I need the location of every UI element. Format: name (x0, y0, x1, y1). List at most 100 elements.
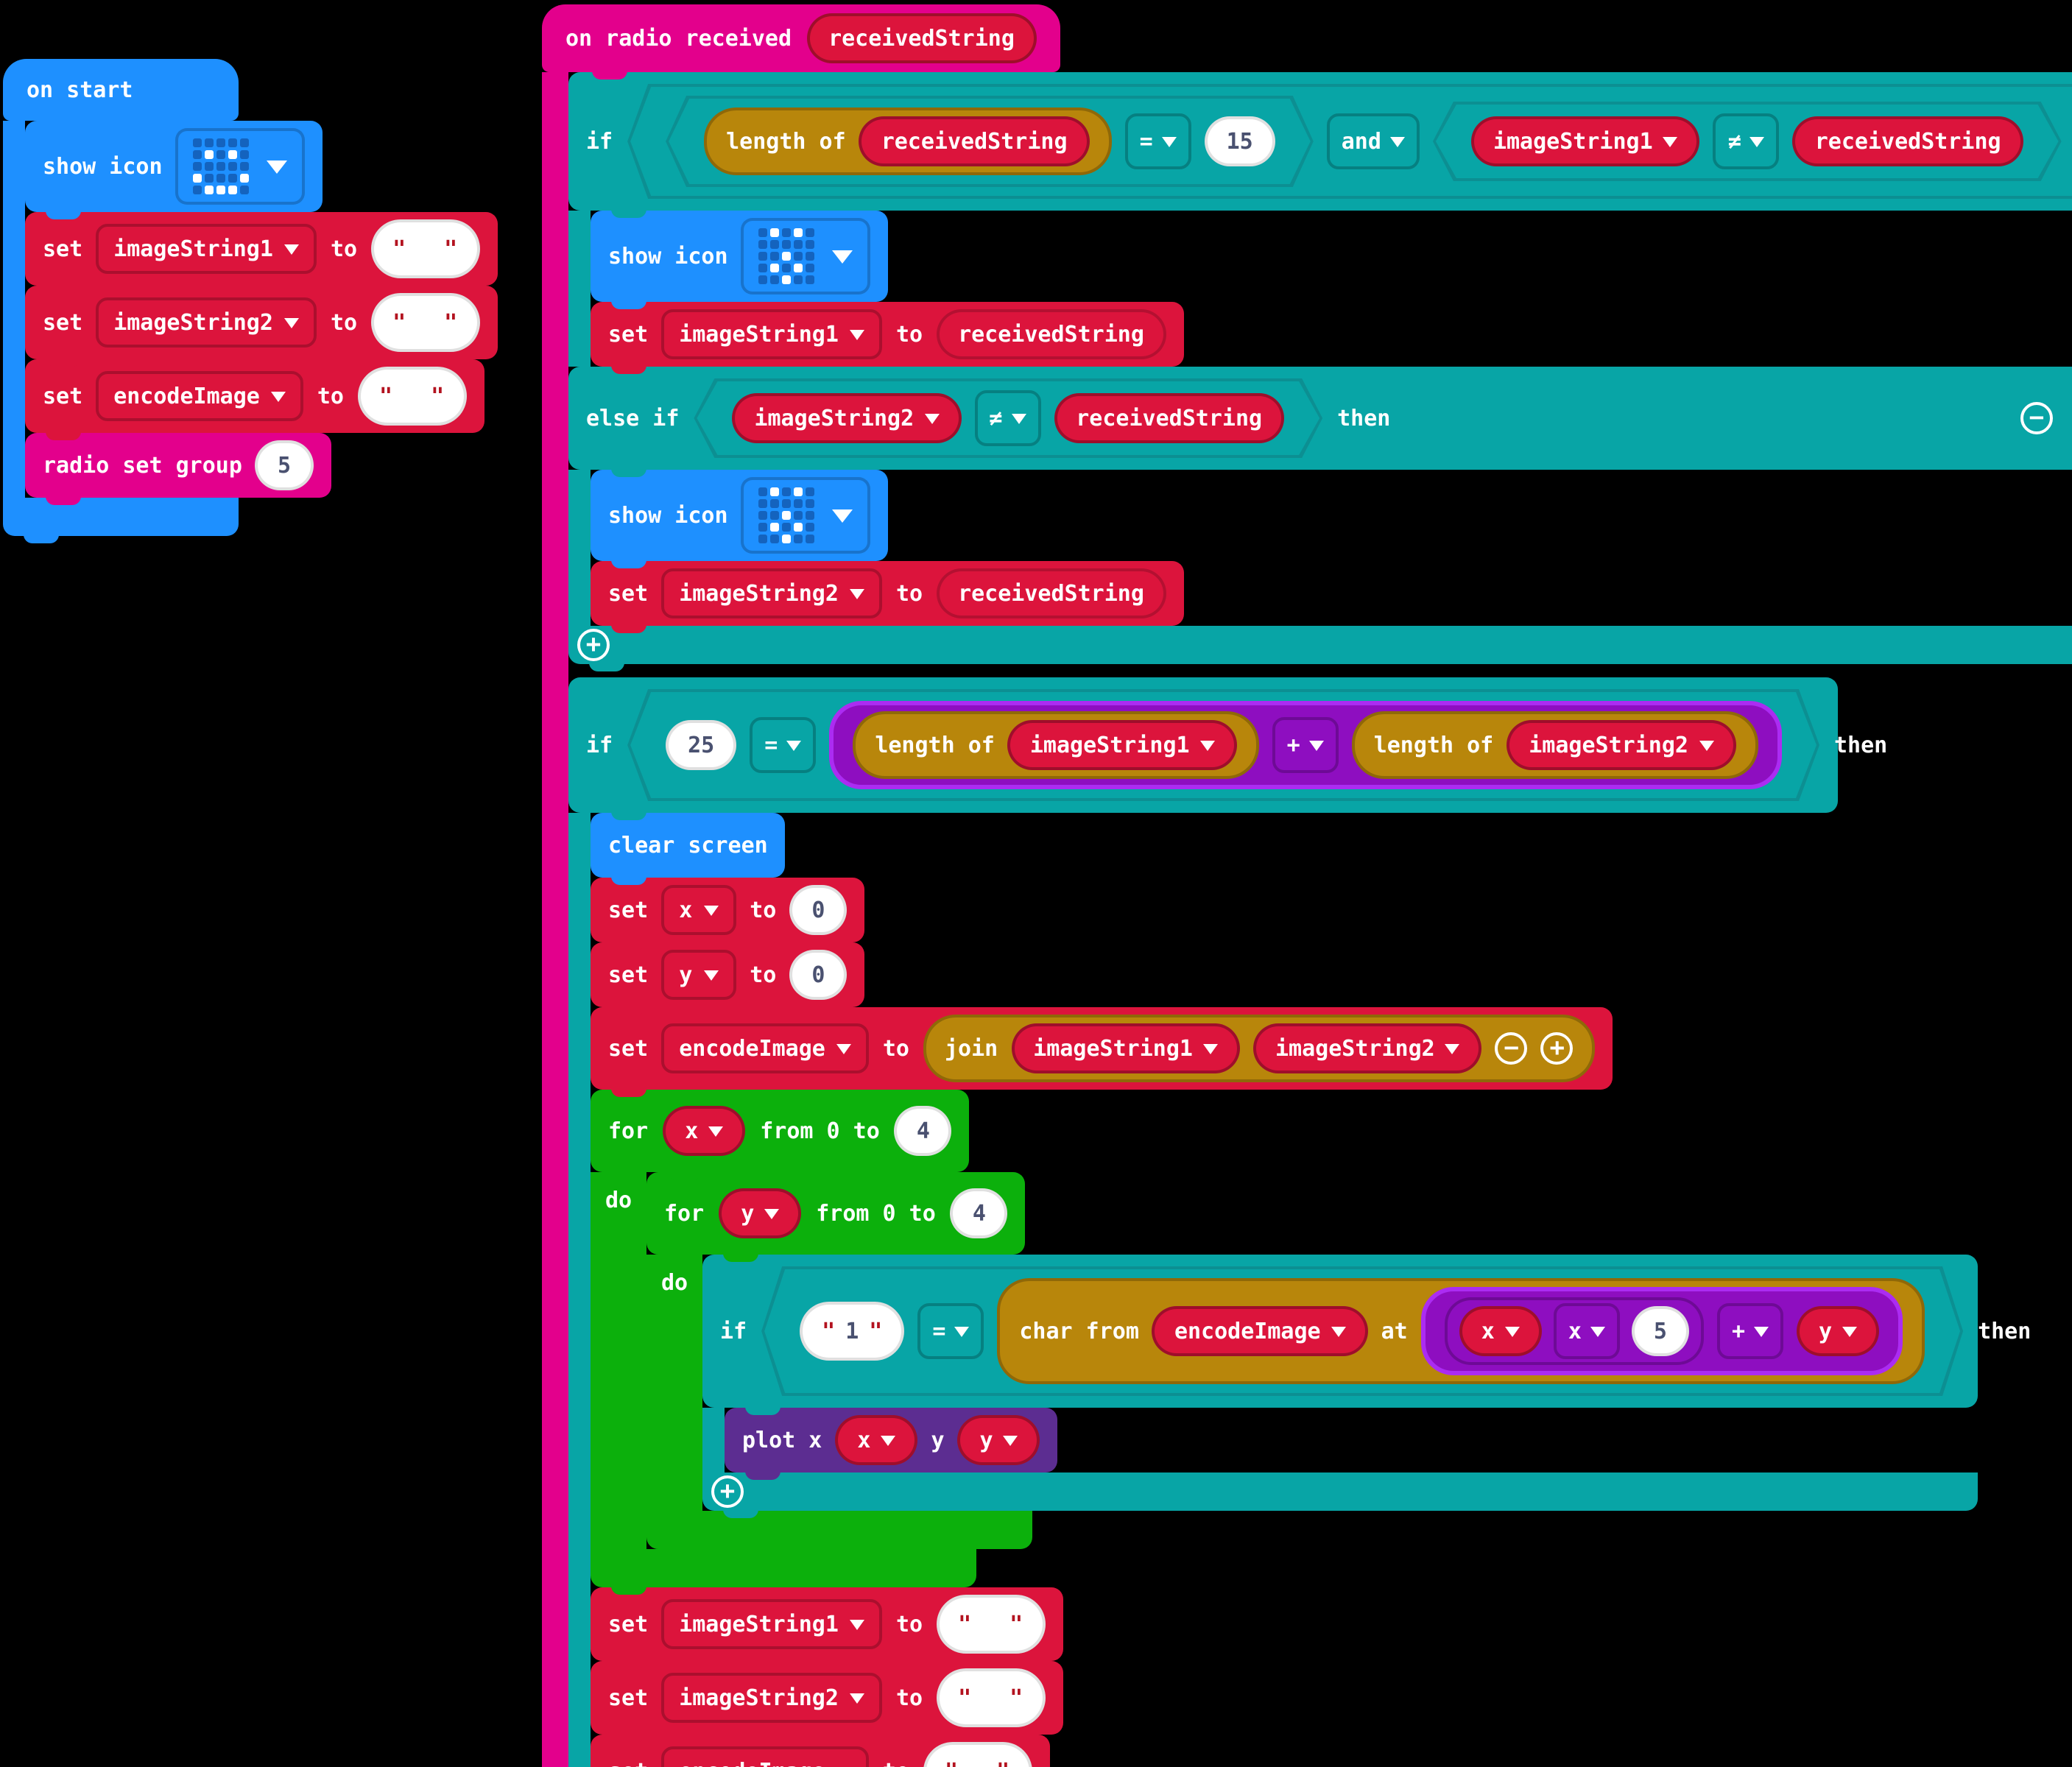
string-input[interactable]: "" (370, 293, 480, 352)
for-loop-block[interactable]: for x from 0 to 4 (591, 1090, 2031, 1595)
join-add-plus-icon[interactable]: + (1540, 1032, 1574, 1065)
set-variable-block[interactable]: set encodeImage to "" (591, 1735, 1050, 1767)
comparison-op-dropdown[interactable]: ≠ (1713, 113, 1780, 169)
set-variable-block[interactable]: set imageString2 to receivedString (591, 561, 1184, 633)
join-remove-minus-icon[interactable]: − (1495, 1032, 1528, 1065)
math-op-dropdown[interactable]: + (1272, 717, 1339, 773)
variable-oval-imageString1[interactable]: imageString1 (1011, 1023, 1240, 1073)
number-input[interactable]: 4 (894, 1106, 952, 1156)
on-radio-received-block[interactable]: on radio received receivedString if leng… (542, 4, 2072, 1767)
comparison-op-dropdown[interactable]: = (917, 1303, 984, 1359)
set-variable-block[interactable]: set y to 0 (591, 942, 865, 1015)
variable-oval-imageString2[interactable]: imageString2 (1253, 1023, 1482, 1073)
comparison-block[interactable]: length of receivedString = (666, 96, 1314, 187)
string-input[interactable]: "" (923, 1742, 1032, 1767)
if-block[interactable]: if "1" (702, 1255, 2031, 1518)
set-variable-block[interactable]: set imageString1 to receivedString (591, 302, 1184, 374)
icon-dropdown[interactable] (175, 128, 306, 205)
variable-dropdown-imageString2[interactable]: imageString2 (661, 1673, 883, 1723)
plot-block[interactable]: plot x x y (725, 1408, 1058, 1480)
comparison-block[interactable]: "1" = (761, 1266, 1963, 1396)
comparison-op-dropdown[interactable]: = (1125, 113, 1191, 169)
math-op-dropdown[interactable]: x (1554, 1303, 1620, 1359)
variable-dropdown-imageString1[interactable]: imageString1 (661, 1599, 883, 1649)
comparison-op-dropdown[interactable]: = (750, 717, 816, 773)
number-input[interactable]: 0 (789, 950, 848, 1000)
number-input[interactable]: 25 (666, 720, 736, 770)
join-block[interactable]: join imageString1 imageString2 (923, 1015, 1596, 1082)
received-string-oval[interactable]: receivedString (936, 568, 1166, 618)
set-variable-block[interactable]: set encodeImage to "" (25, 359, 484, 440)
math-op-dropdown[interactable]: + (1717, 1303, 1783, 1359)
comparison-op-dropdown[interactable]: ≠ (974, 390, 1040, 446)
radio-set-group-block[interactable]: radio set group 5 (25, 433, 331, 505)
string-input[interactable]: "" (936, 1595, 1046, 1654)
if-block[interactable]: if 25 = length of (568, 677, 2031, 1767)
variable-oval-x[interactable]: x (1459, 1306, 1542, 1356)
add-branch-plus-icon[interactable]: + (577, 629, 610, 661)
set-variable-block[interactable]: set imageString2 to "" (25, 286, 498, 367)
for-loop-block[interactable]: for y from 0 to 4 (646, 1172, 2031, 1556)
icon-dropdown[interactable] (741, 218, 871, 294)
else-if-condition-row[interactable]: else if imageString2 ≠ receive (568, 367, 2072, 477)
on-start-block[interactable]: on start show icon set imageString1 (3, 59, 498, 543)
variable-oval-encodeImage[interactable]: encodeImage (1152, 1306, 1368, 1356)
string-input[interactable]: "" (370, 219, 480, 278)
number-input[interactable]: 15 (1205, 116, 1275, 166)
variable-oval-y[interactable]: y (719, 1188, 802, 1238)
set-variable-block[interactable]: set x to 0 (591, 878, 865, 950)
variable-dropdown-imageString1[interactable]: imageString1 (96, 224, 317, 274)
icon-dropdown[interactable] (741, 477, 871, 554)
variable-dropdown-imageString1[interactable]: imageString1 (661, 309, 883, 359)
show-icon-block[interactable]: show icon (591, 470, 889, 568)
and-op-dropdown[interactable]: and (1327, 113, 1420, 169)
addition-block[interactable]: x x (1421, 1287, 1903, 1375)
received-string-param-oval[interactable]: receivedString (806, 13, 1037, 63)
set-variable-block[interactable]: set imageString1 to "" (25, 212, 498, 293)
variable-oval-x[interactable]: x (663, 1106, 746, 1156)
set-variable-block[interactable]: set encodeImage to join imageString1 (591, 1007, 1613, 1097)
variable-dropdown-encodeImage[interactable]: encodeImage (661, 1746, 870, 1767)
variable-dropdown-encodeImage[interactable]: encodeImage (96, 371, 304, 421)
variable-dropdown-encodeImage[interactable]: encodeImage (661, 1023, 870, 1073)
variable-dropdown-imageString2[interactable]: imageString2 (96, 297, 317, 348)
and-condition-socket[interactable]: length of receivedString = (627, 84, 2072, 199)
char-from-block[interactable]: char from encodeImage a (997, 1278, 1925, 1384)
length-of-block[interactable]: length of receivedString (704, 107, 1111, 175)
if-condition-row[interactable]: if length of receivedString (568, 72, 2072, 218)
addition-block[interactable]: length of imageString1 + (829, 701, 1781, 789)
remove-branch-minus-icon[interactable]: − (2020, 402, 2053, 434)
on-start-hat[interactable]: on start (3, 59, 239, 128)
number-input[interactable]: 5 (255, 440, 313, 490)
variable-oval-y[interactable]: y (957, 1415, 1040, 1465)
set-variable-block[interactable]: set imageString2 to "" (591, 1661, 1063, 1742)
received-string-oval[interactable]: receivedString (1793, 116, 2023, 166)
for-loop-header[interactable]: for x from 0 to 4 (591, 1090, 970, 1179)
for-loop-header[interactable]: for y from 0 to 4 (646, 1172, 1026, 1262)
variable-dropdown-imageString2[interactable]: imageString2 (661, 568, 883, 618)
set-variable-block[interactable]: set imageString1 to "" (591, 1587, 1063, 1668)
number-input[interactable]: 4 (950, 1188, 1008, 1238)
number-input[interactable]: 5 (1632, 1306, 1689, 1356)
received-string-oval[interactable]: receivedString (936, 309, 1166, 359)
comparison-block[interactable]: imageString1 ≠ receivedString (1433, 102, 2062, 181)
string-input[interactable]: "1" (800, 1302, 904, 1361)
received-string-oval[interactable]: receivedString (1054, 393, 1284, 443)
number-input[interactable]: 0 (789, 885, 848, 935)
variable-oval-imageString1[interactable]: imageString1 (1471, 116, 1700, 166)
length-of-block[interactable]: length of imageString2 (1352, 711, 1758, 779)
comparison-block[interactable]: imageString2 ≠ receivedString (694, 378, 1322, 458)
clear-screen-block[interactable]: clear screen (591, 813, 786, 885)
variable-oval-imageString2[interactable]: imageString2 (732, 393, 961, 443)
if-condition-row[interactable]: if 25 = length of (568, 677, 1887, 820)
variable-dropdown-x[interactable]: x (661, 885, 737, 935)
variable-oval-imageString1[interactable]: imageString1 (1008, 720, 1237, 770)
comparison-block[interactable]: 25 = length of imageString1 (627, 689, 1819, 801)
length-of-block[interactable]: length of imageString1 (853, 711, 1258, 779)
variable-oval-imageString2[interactable]: imageString2 (1507, 720, 1736, 770)
variable-dropdown-y[interactable]: y (661, 950, 737, 1000)
variable-oval-x[interactable]: x (835, 1415, 918, 1465)
add-branch-plus-icon[interactable]: + (711, 1475, 744, 1508)
received-string-oval[interactable]: receivedString (859, 116, 1090, 166)
on-radio-received-hat[interactable]: on radio received receivedString (542, 4, 1060, 80)
